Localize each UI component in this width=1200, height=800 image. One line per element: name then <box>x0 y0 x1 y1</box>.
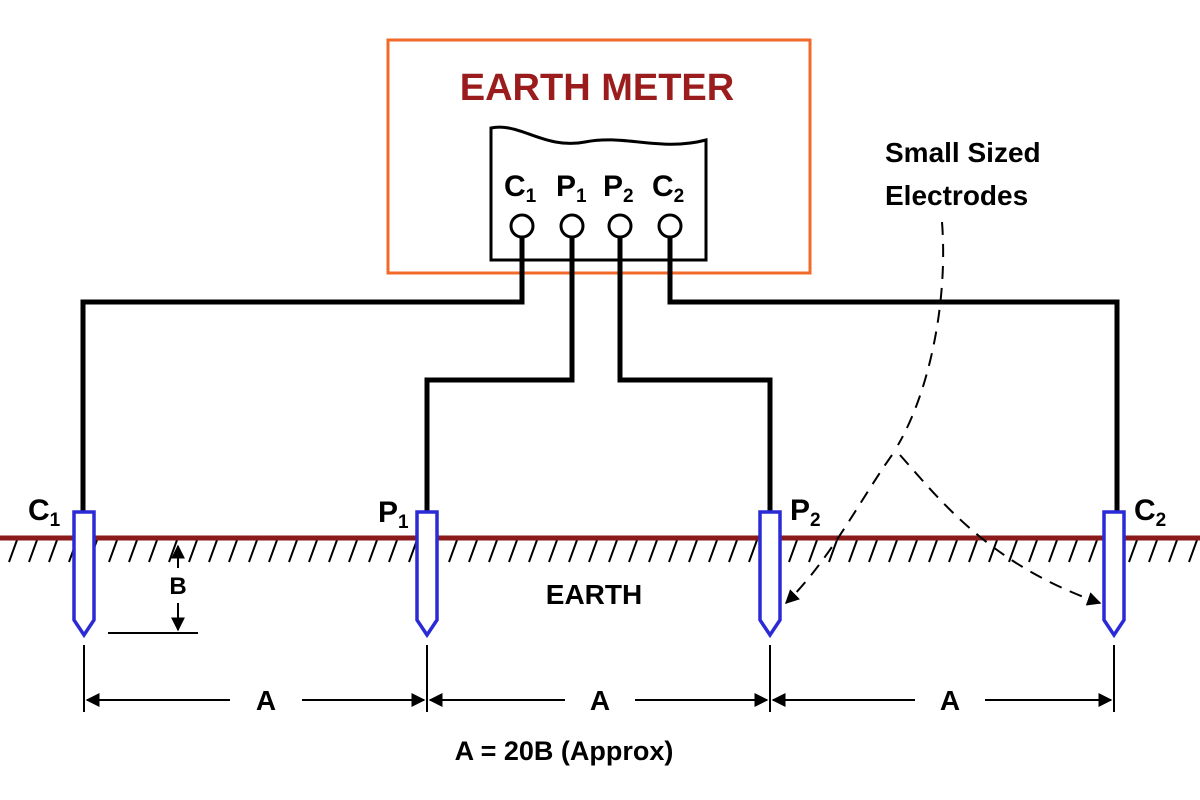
spacing-label-1: A <box>256 685 276 716</box>
hatch-mark <box>108 539 118 563</box>
hatch-mark <box>188 539 198 563</box>
terminal-p2 <box>607 213 633 239</box>
hatch-mark <box>508 539 518 563</box>
hatch-mark <box>488 539 498 563</box>
hatch-mark <box>1148 539 1158 563</box>
hatch-mark <box>888 539 898 563</box>
hatch-mark <box>48 539 58 563</box>
hatch-mark <box>608 539 618 563</box>
hatch-mark <box>688 539 698 563</box>
electrode-label-c1: C1 <box>28 494 61 531</box>
hatch-mark <box>308 539 318 563</box>
hatch-mark <box>728 539 738 563</box>
hatch-mark <box>548 539 558 563</box>
hatch-mark <box>468 539 478 563</box>
hatch-mark <box>588 539 598 563</box>
terminal-panel <box>489 125 708 262</box>
hatch-mark <box>568 539 578 563</box>
hatch-mark <box>928 539 938 563</box>
hatch-mark <box>168 539 178 563</box>
terminal-label-p2: P2 <box>603 170 634 207</box>
hatch-mark <box>8 539 18 563</box>
hatch-mark <box>208 539 218 563</box>
hatch-mark <box>28 539 38 563</box>
hatch-mark <box>288 539 298 563</box>
electrode-c2 <box>1102 510 1126 639</box>
wire-p2 <box>617 238 773 512</box>
hatch-mark <box>1128 539 1138 563</box>
hatch-mark <box>248 539 258 563</box>
wire-p1 <box>424 238 575 512</box>
callout-line1: Small Sized <box>885 137 1041 168</box>
terminal-label-c2: C2 <box>652 170 684 207</box>
terminal-p1 <box>559 213 585 239</box>
electrode-p1 <box>415 510 439 639</box>
wire-c1 <box>80 238 525 512</box>
electrode-p2 <box>758 510 782 639</box>
hatch-mark <box>628 539 638 563</box>
electrode-label-p1: P1 <box>378 496 409 533</box>
hatch-mark <box>668 539 678 563</box>
hatch-mark <box>1008 539 1018 563</box>
hatch-mark <box>808 539 818 563</box>
spacing-label-3: A <box>940 685 960 716</box>
electrode-label-c2: C2 <box>1134 494 1166 531</box>
hatch-mark <box>828 539 838 563</box>
electrode-c1 <box>72 510 96 639</box>
hatch-mark <box>648 539 658 563</box>
hatch-mark <box>948 539 958 563</box>
hatch-mark <box>368 539 378 563</box>
hatch-mark <box>348 539 358 563</box>
earth-meter-title: EARTH METER <box>460 67 734 109</box>
depth-label: B <box>169 573 186 600</box>
hatch-mark <box>708 539 718 563</box>
hatch-mark <box>848 539 858 563</box>
earth-label: EARTH <box>546 579 642 610</box>
terminal-c2 <box>657 213 683 239</box>
hatch-mark <box>1188 539 1198 563</box>
electrode-label-p2: P2 <box>790 494 821 531</box>
terminal-c1 <box>509 213 535 239</box>
hatch-mark <box>1168 539 1178 563</box>
terminal-label-p1: P1 <box>556 170 587 207</box>
hatch-mark <box>1048 539 1058 563</box>
hatch-mark <box>448 539 458 563</box>
callout-arrow-p2 <box>784 454 893 604</box>
hatch-mark <box>788 539 798 563</box>
spacing-label-2: A <box>590 685 610 716</box>
earth-meter-box <box>386 38 812 275</box>
hatch-mark <box>388 539 398 563</box>
callout-line2: Electrodes <box>885 180 1028 211</box>
hatch-mark <box>268 539 278 563</box>
hatch-mark <box>748 539 758 563</box>
hatch-mark <box>148 539 158 563</box>
hatch-mark <box>868 539 878 563</box>
hatch-mark <box>528 539 538 563</box>
hatch-mark <box>1028 539 1038 563</box>
ground-hatching <box>8 539 1198 563</box>
callout-arrow-c2 <box>899 454 1102 606</box>
hatch-mark <box>228 539 238 563</box>
hatch-mark <box>328 539 338 563</box>
hatch-mark <box>968 539 978 563</box>
hatch-mark <box>1068 539 1078 563</box>
wire-c2 <box>667 238 1120 512</box>
hatch-mark <box>128 539 138 563</box>
terminal-label-c1: C1 <box>504 170 537 207</box>
hatch-mark <box>1088 539 1098 563</box>
spacing-formula: A = 20B (Approx) <box>455 736 674 766</box>
hatch-mark <box>988 539 998 563</box>
callout-leader <box>897 221 945 446</box>
hatch-mark <box>908 539 918 563</box>
